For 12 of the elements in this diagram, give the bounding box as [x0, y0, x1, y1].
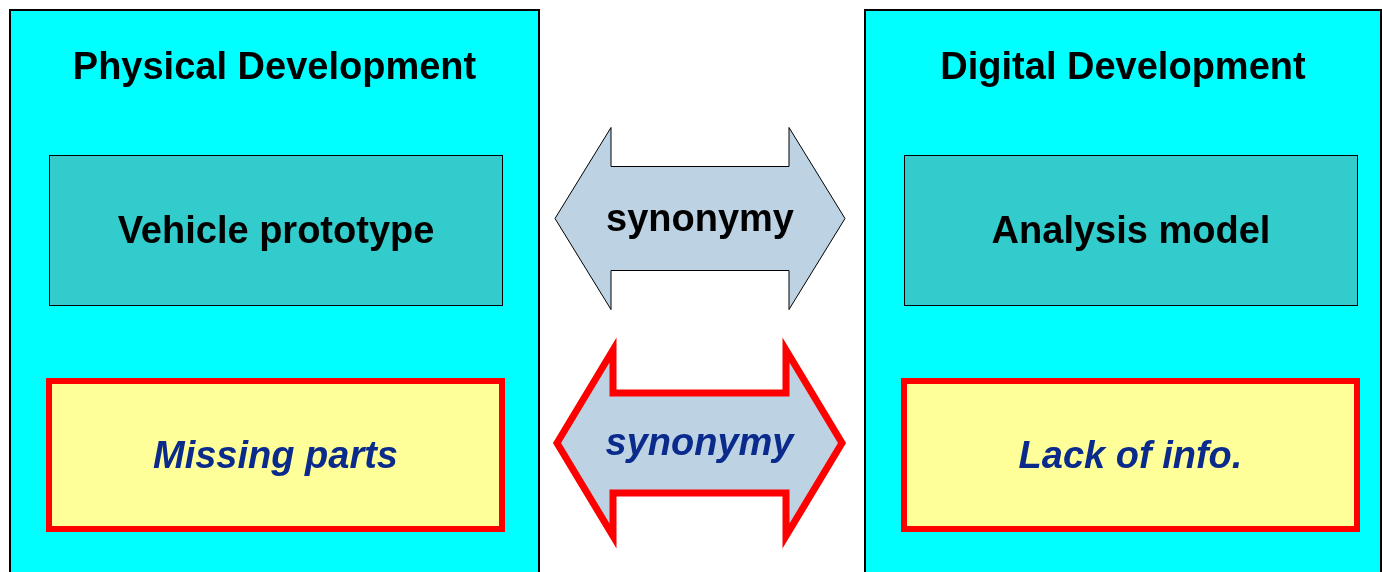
box-label: Analysis model: [991, 209, 1271, 252]
highlight-box: [901, 378, 1360, 532]
concept-box: [904, 155, 1358, 306]
box-label: Vehicle prototype: [117, 209, 435, 252]
box-label: Missing parts: [153, 433, 398, 477]
category-panel: [9, 9, 540, 572]
panel-heading: Digital Development: [939, 45, 1307, 88]
concept-box: [49, 155, 503, 306]
box-label: Lack of info.: [1018, 433, 1243, 477]
panel-heading: Physical Development: [71, 45, 478, 88]
category-panel: [864, 9, 1382, 572]
highlight-box: [46, 378, 505, 532]
